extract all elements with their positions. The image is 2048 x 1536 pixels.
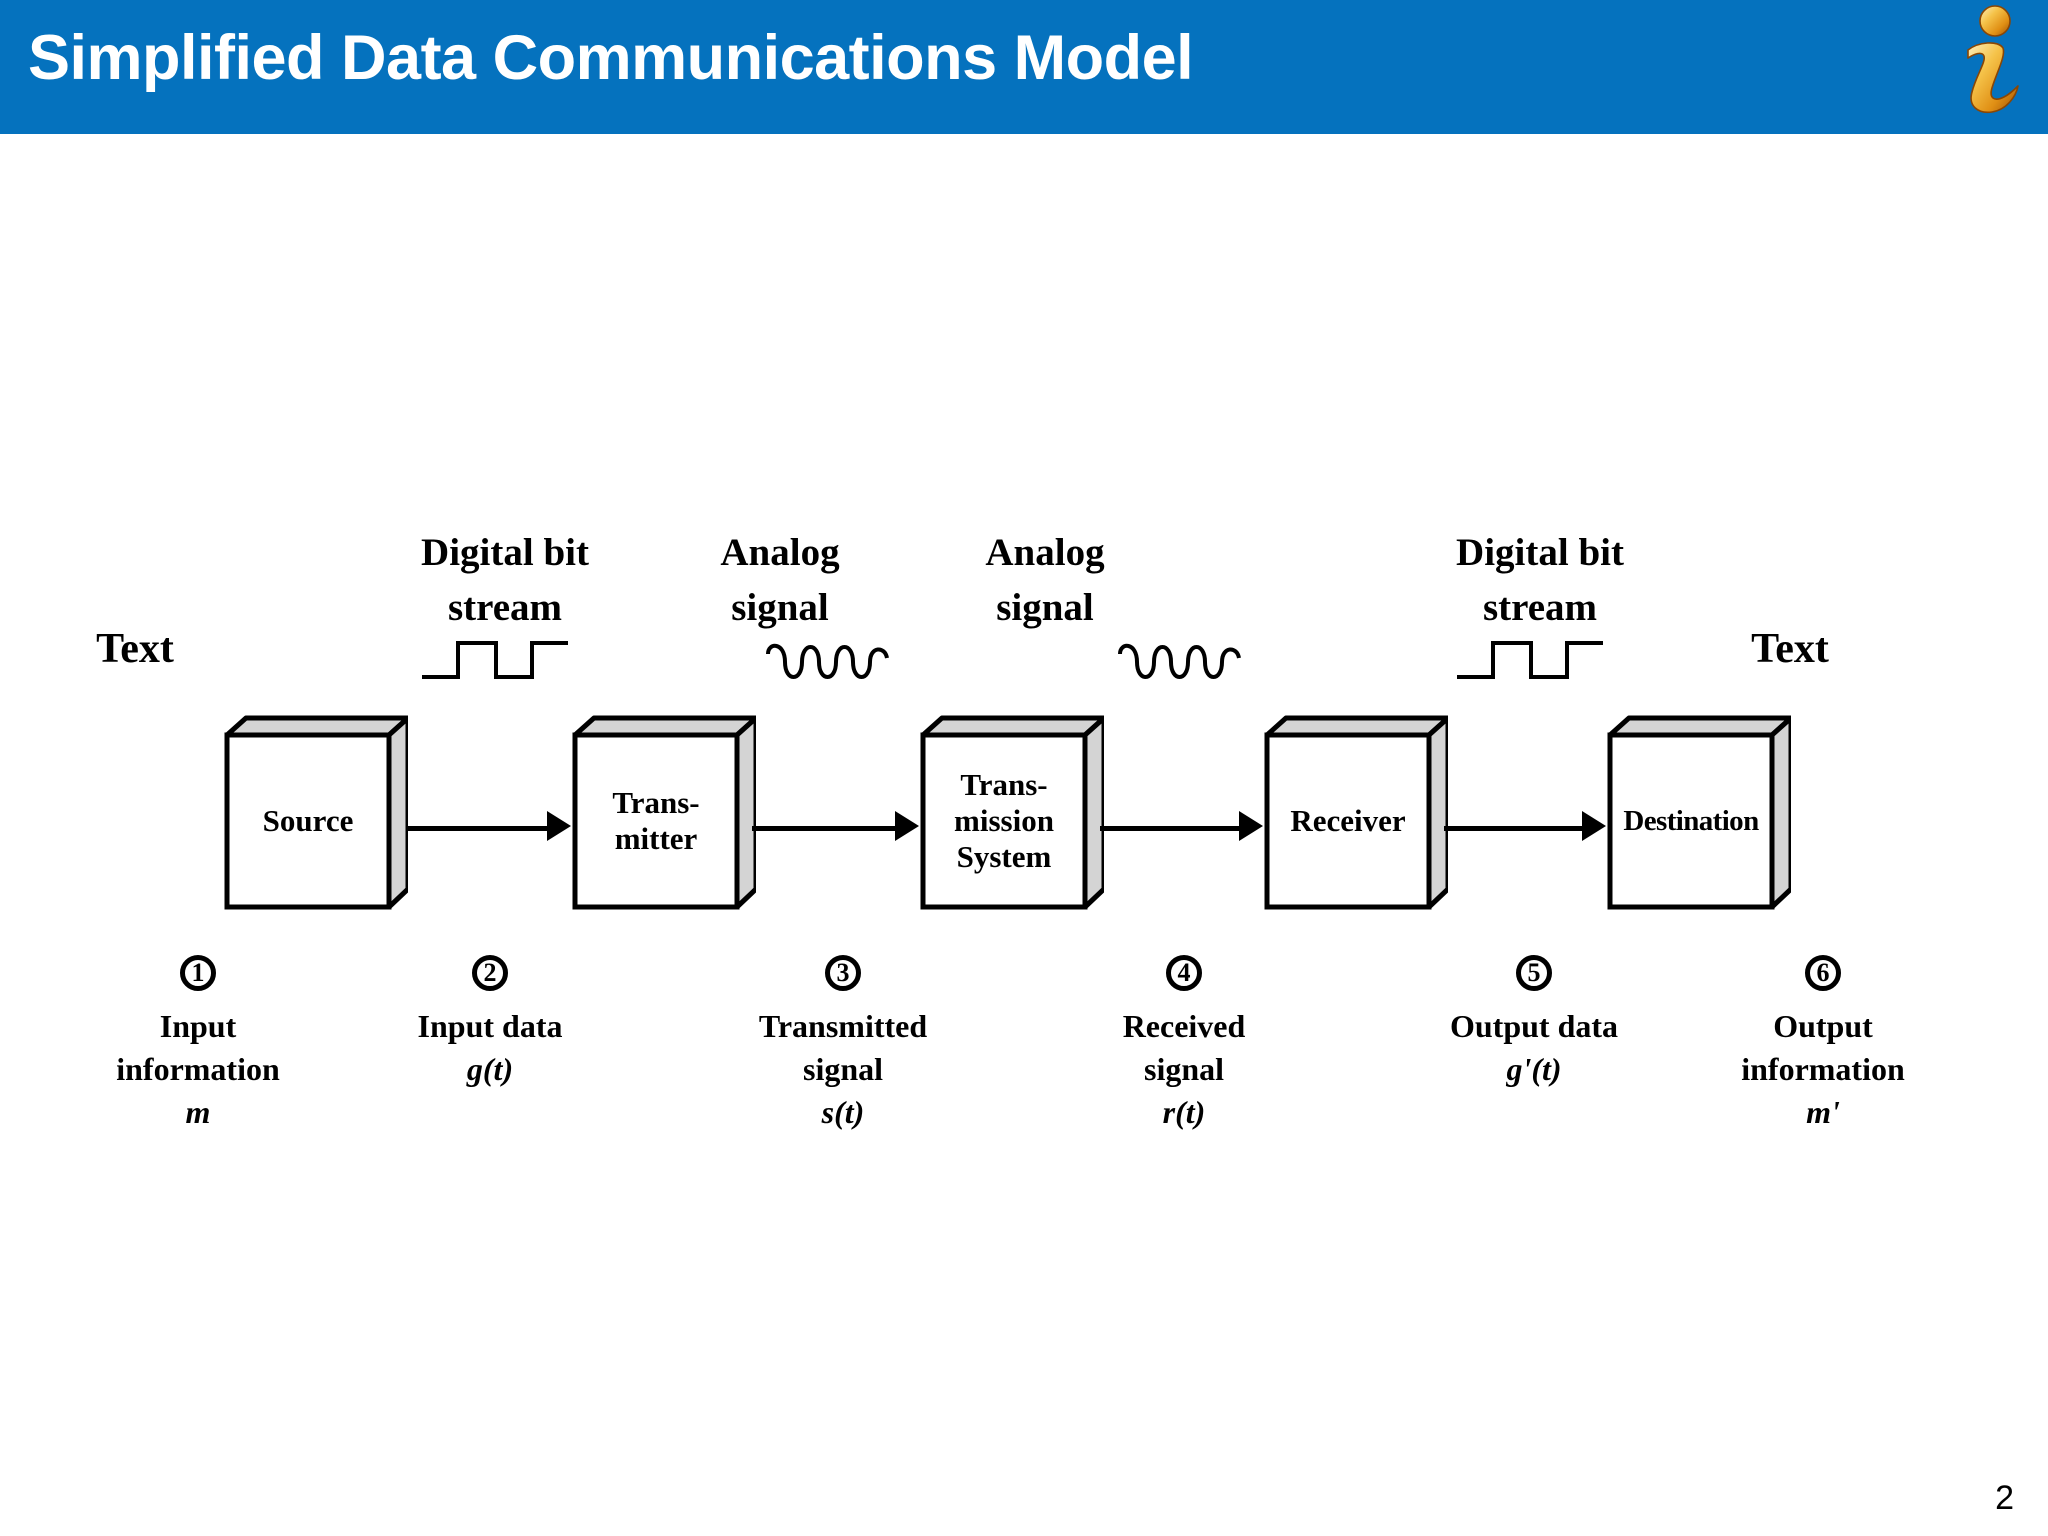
source-block[interactable]: Source — [222, 715, 408, 910]
marker-circle-6: 6 — [1805, 955, 1841, 991]
slide-header-bar — [0, 0, 2048, 134]
marker-circle-1: 1 — [180, 955, 216, 991]
marker-circle-2: 2 — [472, 955, 508, 991]
source-block-shape — [224, 715, 408, 910]
arrow-head-transmitter-to-transmission — [895, 811, 919, 841]
transmission-system-block-label: Trans- mission System — [954, 767, 1054, 874]
text-label-right: Text — [1751, 626, 1829, 672]
arrow-receiver-to-destination — [1444, 826, 1584, 831]
receiver-block-shape — [1264, 715, 1448, 910]
arrow-head-source-to-transmitter — [547, 811, 571, 841]
marker-caption-3: Transmitted signal s(t) — [758, 1008, 928, 1130]
transmission-system-block[interactable]: Trans- mission System — [918, 715, 1104, 910]
arrow-transmitter-to-transmission — [752, 826, 897, 831]
sine-wave-icon-1 — [766, 643, 889, 679]
channel-label-analog-signal-2: Analog signal — [985, 531, 1105, 629]
arrow-head-receiver-to-destination — [1582, 811, 1606, 841]
transmitter-block[interactable]: Trans- mitter — [570, 715, 756, 910]
arrow-head-transmission-to-receiver — [1239, 811, 1263, 841]
receiver-block[interactable]: Receiver — [1262, 715, 1448, 910]
square-wave-icon-2 — [1457, 641, 1603, 679]
transmitter-block-shape — [572, 715, 756, 910]
destination-block-label: Destination — [1623, 805, 1759, 837]
marker-caption-5: Output data g'(t) — [1449, 1008, 1619, 1087]
destination-block[interactable]: Destination — [1605, 715, 1791, 910]
information-i-logo-icon — [1967, 5, 2019, 114]
marker-caption-6: Output information m' — [1741, 1008, 1905, 1130]
marker-circle-3: 3 — [825, 955, 861, 991]
text-label-left: Text — [96, 626, 174, 672]
marker-caption-1: Input information m — [116, 1008, 280, 1130]
sine-wave-icon-2 — [1118, 643, 1241, 679]
marker-caption-2: Input data g(t) — [417, 1008, 563, 1087]
source-block-label: Source — [262, 803, 354, 838]
page-number: 2 — [1995, 1479, 2014, 1517]
transmission-system-block-shape — [920, 715, 1104, 910]
transmitter-block-label: Trans- mitter — [612, 785, 700, 856]
receiver-block-label: Receiver — [1290, 803, 1406, 838]
channel-label-analog-signal-1: Analog signal — [720, 531, 840, 629]
channel-label-digital-bit-stream-2: Digital bit stream — [1456, 531, 1624, 629]
arrow-source-to-transmitter — [406, 826, 551, 831]
destination-block-shape — [1607, 715, 1791, 910]
channel-label-digital-bit-stream-1: Digital bit stream — [421, 531, 589, 629]
square-wave-icon-1 — [422, 641, 568, 679]
arrow-transmission-to-receiver — [1100, 826, 1240, 831]
marker-caption-4: Received signal r(t) — [1122, 1008, 1246, 1130]
marker-circle-5: 5 — [1516, 955, 1552, 991]
page-title: Simplified Data Communications Model — [28, 23, 1194, 93]
marker-circle-4: 4 — [1166, 955, 1202, 991]
